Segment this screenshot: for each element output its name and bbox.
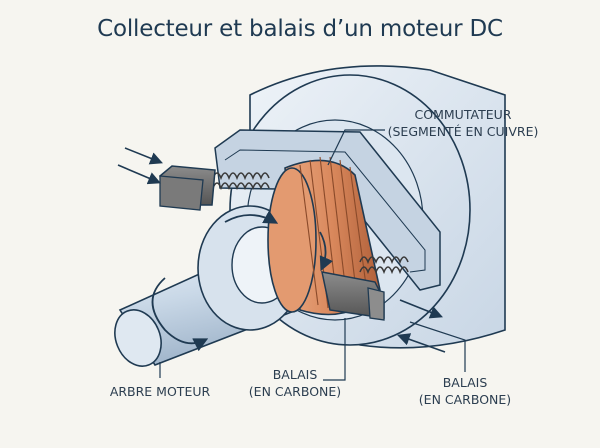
brush-holder [214, 129, 441, 291]
page-title: Collecteur et balais d’un moteur DC [97, 16, 503, 42]
label-shaft: ARBRE MOTEUR [109, 384, 211, 399]
label-brush-left-line1: BALAIS [272, 367, 318, 382]
label-brush-left: BALAIS (EN CARBONE) [245, 366, 345, 400]
label-brush-right-line1: BALAIS [442, 375, 488, 390]
label-commutator: COMMUTATEUR (SEGMENTÉ EN CUIVRE) [378, 106, 548, 140]
carbon-brush-left [159, 165, 216, 211]
label-commutator-line1: COMMUTATEUR [414, 107, 512, 122]
rotation-arrows [151, 210, 333, 352]
leader-lines [159, 129, 466, 381]
current-arrows [117, 147, 446, 353]
label-brush-right-line2: (EN CARBONE) [418, 392, 512, 407]
label-commutator-line2: (SEGMENTÉ EN CUIVRE) [387, 124, 539, 139]
carbon-brush-right [321, 271, 385, 321]
label-brush-left-line2: (EN CARBONE) [248, 384, 342, 399]
copper-commutator [267, 156, 381, 316]
label-brush-right: BALAIS (EN CARBONE) [410, 374, 520, 408]
